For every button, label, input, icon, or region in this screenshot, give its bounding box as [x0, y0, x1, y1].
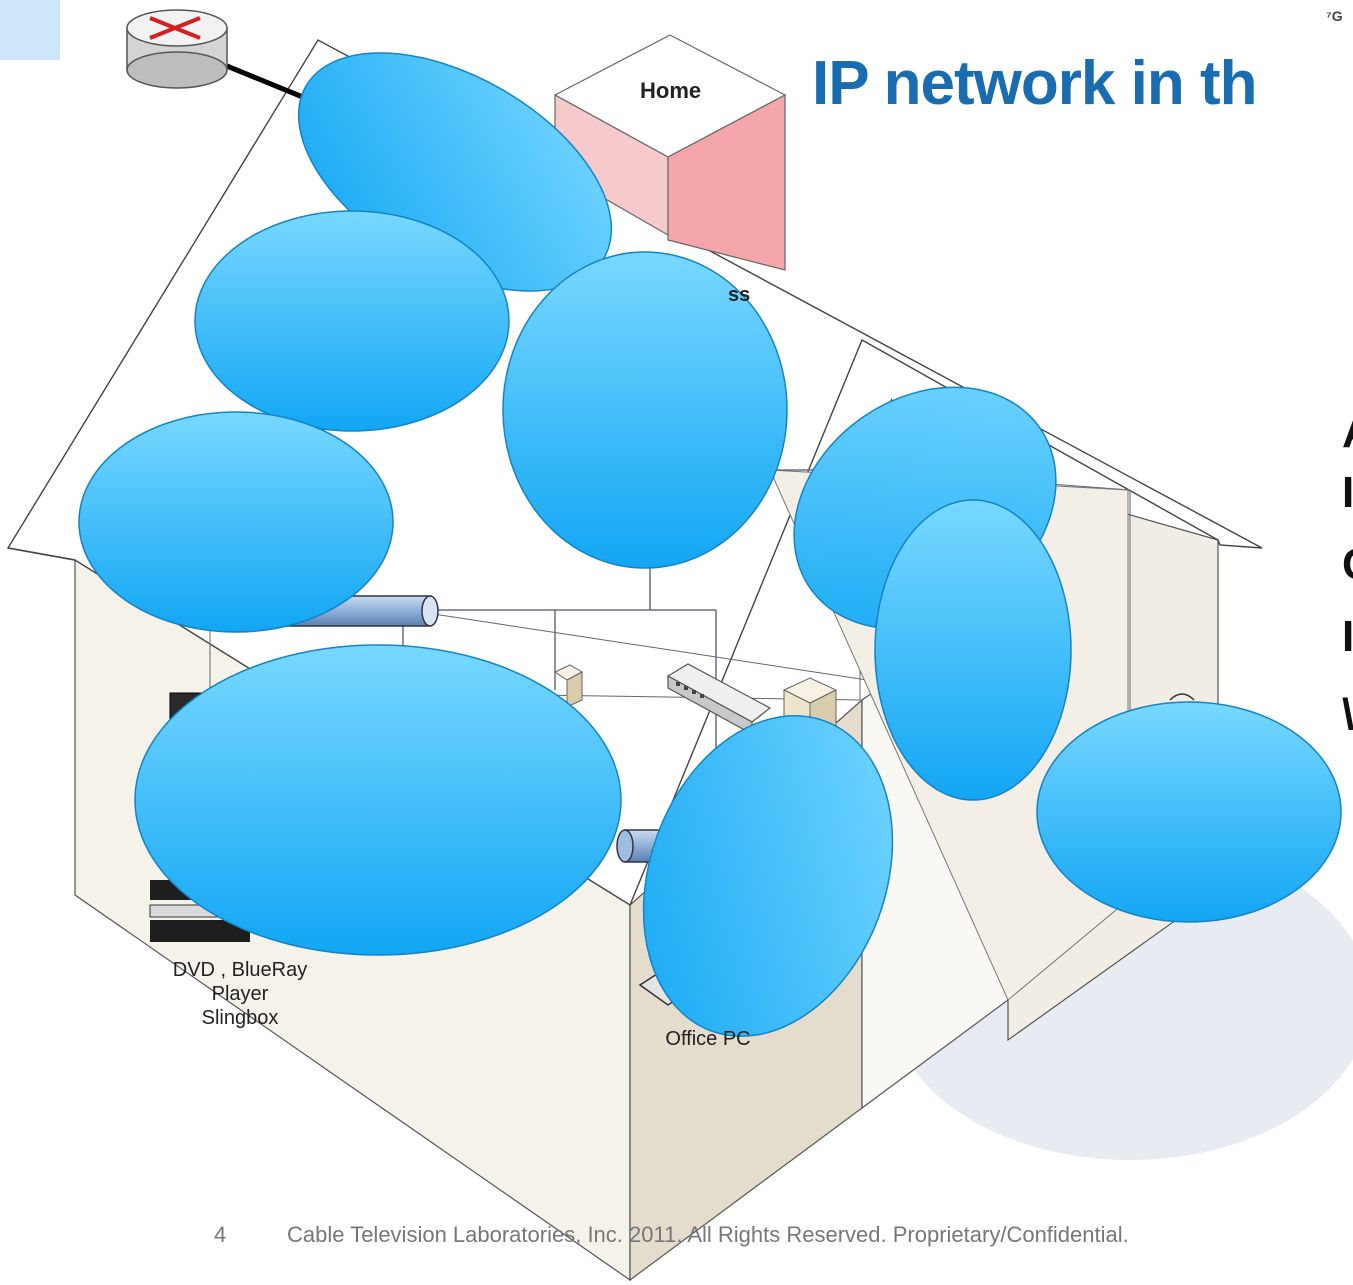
home-gateway-box	[553, 34, 787, 271]
edge-letter-1: A	[1342, 408, 1353, 458]
dvd-label-line-1: DVD , BlueRay	[172, 959, 308, 981]
partial-label: ss	[728, 284, 751, 306]
small-box-icon	[553, 664, 584, 708]
bubble-9	[1036, 701, 1342, 923]
home-label: Home	[640, 78, 702, 103]
page-number: 4	[214, 1222, 227, 1247]
office-pc-label: Office PC	[665, 1028, 751, 1050]
right-device-icon	[1169, 693, 1195, 701]
router-icon	[126, 9, 311, 103]
footer-text: Cable Television Laboratories, Inc. 2011…	[287, 1222, 1129, 1247]
dvd-label-line-2: Player	[211, 983, 269, 1005]
bubble-2	[194, 210, 510, 432]
bubble-6	[874, 499, 1072, 801]
bubble-overlays	[78, 52, 1342, 1037]
corner-mark: ⁷G	[1326, 8, 1343, 24]
edge-letter-5: \	[1342, 690, 1353, 740]
edge-letter-4: I	[1342, 612, 1353, 661]
bubble-8	[642, 715, 894, 1037]
edge-letter-3: C	[1342, 540, 1353, 590]
slide-title: IP network in th	[812, 49, 1257, 118]
ethernet-switch-icon	[666, 663, 772, 736]
bubble-4	[78, 411, 394, 633]
bubble-3	[502, 251, 788, 569]
bubble-7	[134, 644, 622, 956]
dvd-label-line-3: Slingbox	[201, 1007, 279, 1029]
edge-letter-2: I	[1342, 468, 1353, 517]
dvd-label: DVD , BlueRay Player Slingbox	[150, 958, 330, 1030]
corner-decoration	[0, 0, 60, 60]
